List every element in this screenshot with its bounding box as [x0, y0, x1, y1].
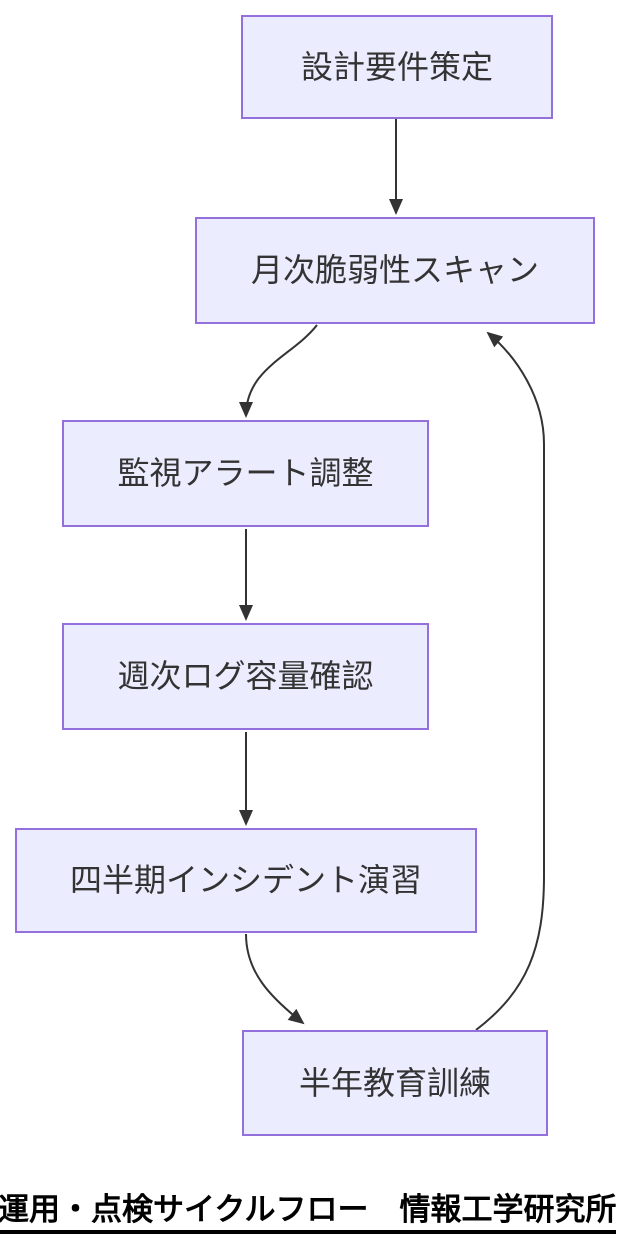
edge-drill-to-training: [245, 933, 305, 1025]
edge-training-to-scan-loop: [475, 331, 545, 1031]
node-label: 半年教育訓練: [298, 1064, 491, 1101]
node-label: 設計要件策定: [300, 48, 493, 85]
caption-text: 運用・点検サイクルフロー 情報工学研究所: [0, 1192, 617, 1227]
edge-scan-to-alert: [239, 324, 318, 418]
node-monitoring-alert-tuning: 監視アラート調整: [62, 420, 429, 527]
node-weekly-log-capacity-check: 週次ログ容量確認: [62, 623, 429, 730]
node-design-requirements: 設計要件策定: [241, 15, 553, 119]
node-label: 監視アラート調整: [117, 455, 374, 492]
node-label: 四半期インシデント演習: [69, 862, 422, 899]
node-monthly-vulnerability-scan: 月次脆弱性スキャン: [195, 217, 595, 324]
node-label: 週次ログ容量確認: [117, 658, 374, 695]
node-label: 月次脆弱性スキャン: [250, 252, 539, 289]
diagram-caption: 運用・点検サイクルフロー 情報工学研究所: [0, 1192, 617, 1234]
node-semiannual-training: 半年教育訓練: [242, 1030, 548, 1136]
node-quarterly-incident-drill: 四半期インシデント演習: [15, 828, 477, 933]
